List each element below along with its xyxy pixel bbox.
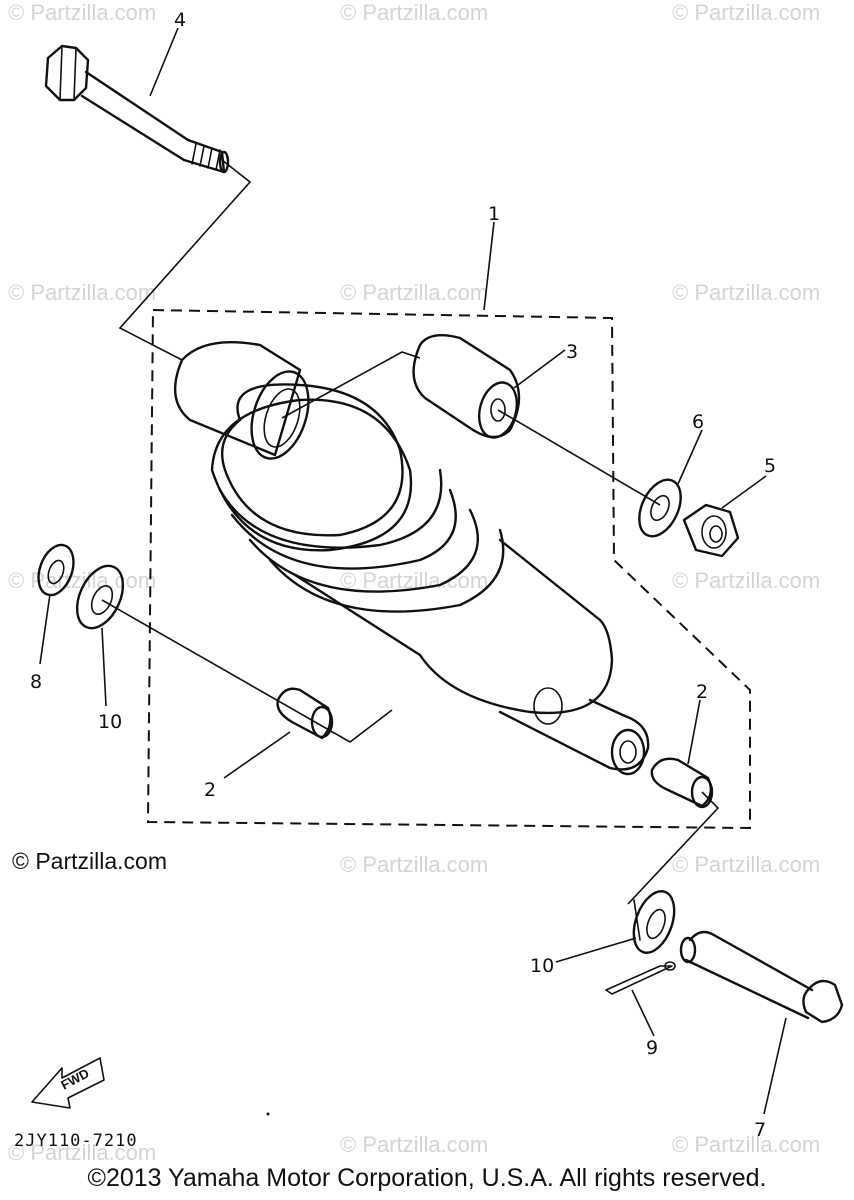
- watermark-text: © Partzilla.com: [672, 280, 820, 305]
- watermark-text: © Partzilla.com: [340, 1132, 488, 1157]
- cotter-pin-part-9: [605, 961, 676, 995]
- washer-part-6: [638, 478, 682, 538]
- collar-part-2-right: [650, 757, 714, 809]
- callout-2-left: 2: [204, 779, 216, 801]
- watermark-text: © Partzilla.com: [672, 852, 820, 877]
- callout-8: 8: [30, 671, 42, 693]
- bolt-part-4: [44, 44, 230, 174]
- callout-10-left: 10: [98, 711, 122, 733]
- pin-part-7: [679, 930, 844, 1024]
- collar-part-2-left: [276, 687, 334, 740]
- watermark-layer: © Partzilla.com © Partzilla.com © Partzi…: [8, 0, 820, 1165]
- watermark-text: © Partzilla.com: [8, 1140, 156, 1165]
- callout-2-right: 2: [696, 681, 708, 703]
- watermark-text: © Partzilla.com: [8, 0, 156, 25]
- assembly-lines: [101, 159, 720, 905]
- watermark-text: © Partzilla.com: [8, 280, 156, 305]
- callout-7: 7: [754, 1119, 766, 1141]
- watermark-text: © Partzilla.com: [340, 0, 488, 25]
- callout-9: 9: [646, 1037, 658, 1059]
- callout-1: 1: [488, 203, 500, 225]
- stray-dot: [266, 1112, 270, 1116]
- watermark-text: © Partzilla.com: [672, 0, 820, 25]
- callout-6: 6: [692, 411, 704, 433]
- callouts: 4 1 3 6 5 8 10 2 2 10 9 7: [30, 9, 787, 1141]
- diagram-code: 2JY110-7210: [14, 1131, 138, 1151]
- watermark-text: © Partzilla.com: [672, 1132, 820, 1157]
- callout-4: 4: [174, 9, 186, 31]
- collar-part-3: [412, 334, 521, 439]
- fwd-arrow-icon: FWD: [31, 1057, 105, 1109]
- watermark-text: © Partzilla.com: [340, 852, 488, 877]
- copyright-notice: ©2013 Yamaha Motor Corporation, U.S.A. A…: [87, 1164, 767, 1192]
- partzilla-watermark: © Partzilla.com: [12, 848, 167, 874]
- shock-absorber: [173, 340, 650, 776]
- callout-10-right: 10: [530, 955, 554, 977]
- seal-part-10-right: [632, 890, 676, 954]
- assembly-boundary: [146, 308, 751, 830]
- nut-part-5: [682, 503, 740, 558]
- washer-part-8: [37, 543, 75, 597]
- watermark-text: © Partzilla.com: [672, 568, 820, 593]
- callout-5: 5: [764, 455, 776, 477]
- watermark-text: © Partzilla.com: [340, 280, 488, 305]
- callout-3: 3: [566, 341, 578, 363]
